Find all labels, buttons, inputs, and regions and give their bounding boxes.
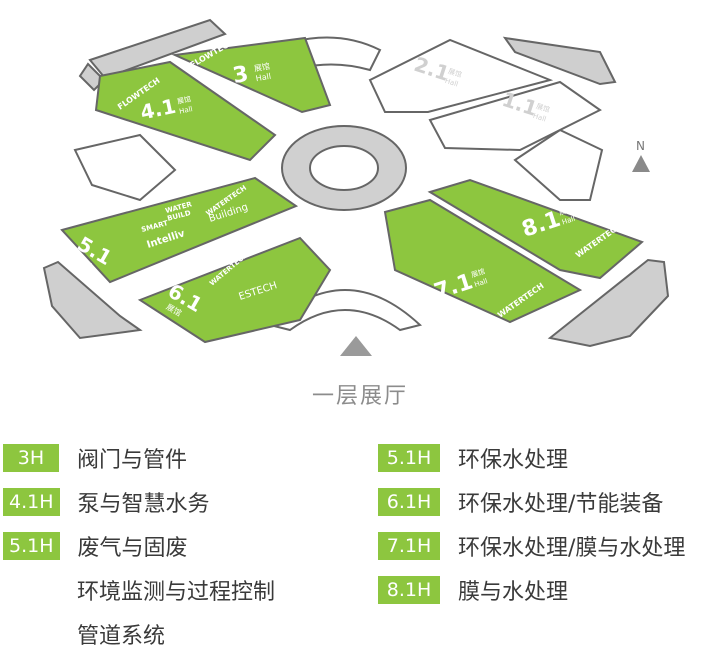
legend-desc: 管道系统 — [77, 624, 166, 649]
hall-1-1-en: Hall — [532, 112, 547, 124]
legend-item: 3H 阀门与管件 — [3, 436, 275, 480]
hall-7-1-en: Hall — [473, 277, 488, 289]
legend-item: 环境监测与过程控制 — [3, 568, 275, 612]
hall-4-1-cn: 展馆 — [176, 94, 192, 106]
legend-hall-badge: 7.1H — [378, 532, 440, 560]
hall-3-en: Hall — [255, 72, 272, 84]
walkway-se — [547, 258, 670, 348]
hall-2-1 — [368, 38, 554, 113]
legend-item: 7.1H 环保水处理/膜与水处理 — [378, 524, 685, 568]
hall-3-cn: 展馆 — [253, 61, 270, 74]
legend-hall-badge: 5.1H — [378, 444, 440, 472]
hall-7-1 — [383, 198, 583, 324]
legend-hall-badge: 5.1H — [3, 532, 60, 560]
walkway-nw-top — [88, 18, 227, 80]
hall-3 — [171, 36, 332, 114]
legend-item: 管道系统 — [3, 612, 275, 656]
hall-1-1-cn: 展馆 — [535, 101, 551, 114]
hall-8-1 — [427, 178, 644, 280]
legend-desc: 泵与智慧水务 — [77, 492, 210, 517]
hall-2-1-cn: 展馆 — [447, 66, 463, 79]
legend-desc: 环保水处理/节能装备 — [458, 492, 664, 517]
floor-plan-map: 3 展馆 Hall FLOWTECH 4.1 展馆 Hall FLOWTECH … — [42, 18, 670, 356]
hall-6-1 — [137, 236, 332, 344]
hall-2-1-en: Hall — [444, 77, 459, 89]
hall-1-1 — [428, 80, 602, 152]
road-outline-right — [513, 128, 604, 201]
north-label: N — [636, 139, 645, 153]
legend-left: 3H 阀门与管件 4.1H 泵与智慧水务 5.1H 废气与固废 环境监测与过程控… — [3, 436, 275, 656]
legend-hall-badge-empty — [3, 576, 59, 604]
legend-item: 8.1H 膜与水处理 — [378, 568, 685, 612]
legend-item: 4.1H 泵与智慧水务 — [3, 480, 275, 524]
hall-4-1 — [94, 60, 277, 162]
legend-hall-badge-empty — [3, 620, 59, 648]
entrance-arrow-icon — [340, 336, 372, 356]
legend-hall-badge: 8.1H — [378, 576, 440, 604]
legend-desc: 膜与水处理 — [458, 580, 569, 605]
hall-7-1-cn: 展馆 — [470, 267, 486, 280]
roundabout-inner — [309, 145, 379, 191]
legend-desc: 环境监测与过程控制 — [77, 580, 276, 605]
legend-item: 6.1H 环保水处理/节能装备 — [378, 480, 685, 524]
legend-desc: 废气与固废 — [77, 536, 188, 561]
legend-hall-badge: 4.1H — [3, 488, 60, 516]
walkway-ne-top — [502, 36, 617, 86]
hall-4-1-en: Hall — [179, 105, 194, 116]
north-arrow-icon — [632, 155, 650, 172]
legend-desc: 环保水处理/膜与水处理 — [458, 536, 686, 561]
legend-hall-badge: 3H — [3, 444, 59, 472]
hall-3-number: 3 — [231, 62, 250, 89]
legend-right: 5.1H 环保水处理 6.1H 环保水处理/节能装备 7.1H 环保水处理/膜与… — [378, 436, 685, 612]
legend-desc: 阀门与管件 — [77, 448, 188, 473]
hall-8-1-cn: 展馆 — [558, 204, 574, 217]
hall-8-1-en: Hall — [561, 215, 576, 227]
legend-hall-badge: 6.1H — [378, 488, 440, 516]
floor-label: 一层展厅 — [311, 384, 408, 409]
road-outline-left — [73, 133, 177, 202]
walkway-sw — [42, 260, 143, 340]
walkway-nw-side — [78, 62, 106, 92]
hall-5-1 — [60, 176, 299, 284]
legend-desc: 环保水处理 — [458, 448, 569, 473]
legend-item: 5.1H 废气与固废 — [3, 524, 275, 568]
legend-item: 5.1H 环保水处理 — [378, 436, 685, 480]
